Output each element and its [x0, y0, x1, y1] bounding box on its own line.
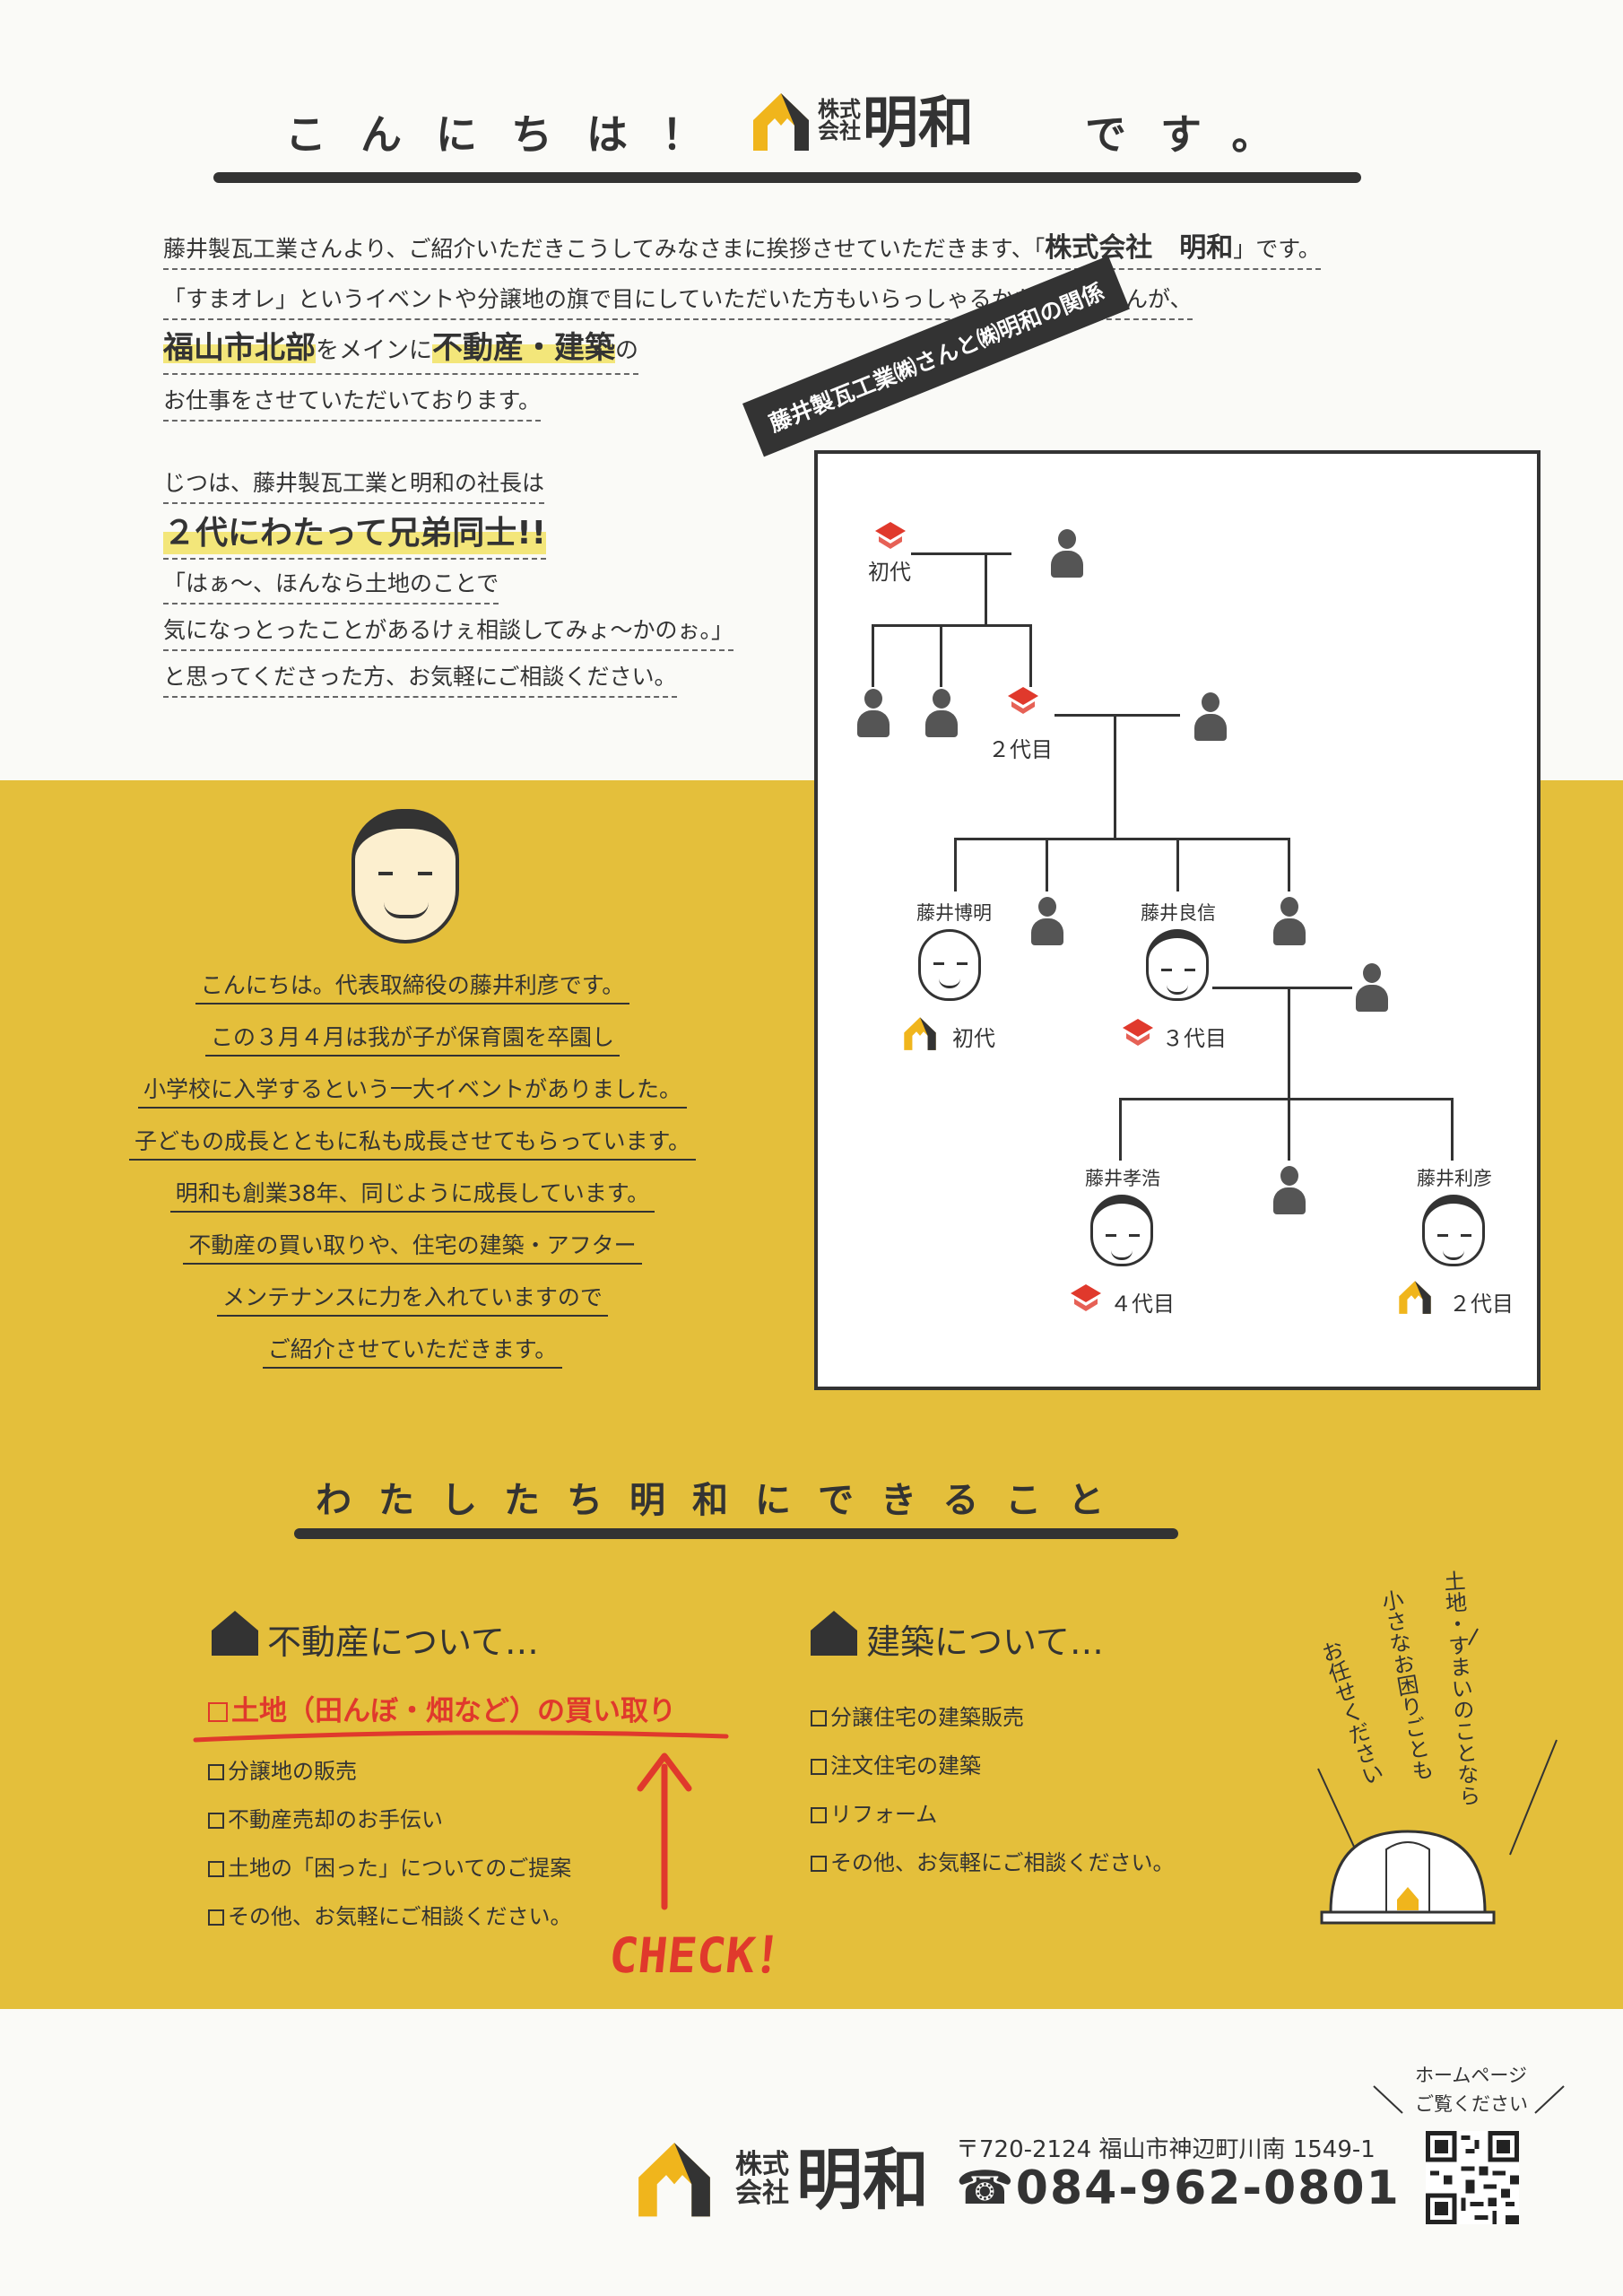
realestate-heading: 不動産について… — [267, 1622, 539, 1662]
footer-logo-name: 明和 — [796, 2142, 929, 2219]
name-hiroaki: 藤井博明 — [916, 902, 992, 924]
greeting-right: です。 — [1085, 110, 1307, 159]
takahiro-gen-label: ４代目 — [1110, 1292, 1175, 1317]
footer-logo: 株式会社 明和 — [629, 2138, 1051, 2219]
fujii-tile-logo-icon — [1008, 687, 1038, 714]
hp-label-2: ご覧ください — [1415, 2093, 1528, 2115]
hp-label-1: ホームページ — [1415, 2065, 1527, 2086]
header-underline — [213, 172, 1361, 183]
construction-heading: 建築について… — [866, 1622, 1104, 1662]
construction-list: 分譲住宅の建築販売 注文住宅の建築 リフォーム その他、お気軽にご相談ください。 — [811, 1704, 1277, 1876]
intro-line-3: 福山市北部をメインに不動産・建築の — [163, 330, 639, 375]
construction-item: 注文住宅の建築 — [811, 1752, 1277, 1779]
up-arrow-icon — [637, 1752, 692, 1910]
hiroaki-gen-label: 初代 — [952, 1026, 995, 1051]
realestate-list: 土地（田んぼ・畑など）の買い取り 分譲地の販売 不動産売却のお手伝い 土地の「困… — [193, 1693, 764, 1930]
toshihiko-portrait — [1422, 1195, 1485, 1266]
house-logo-icon — [753, 93, 809, 151]
yoshinobu-gen-label: ３代目 — [1162, 1026, 1227, 1051]
helmet-icon — [1320, 1830, 1496, 1925]
header-logo: 株式会社 明和 — [751, 90, 1047, 156]
footer-logo-small: 株式会社 — [735, 2149, 789, 2209]
qr-code[interactable] — [1426, 2131, 1519, 2224]
message-line: 不動産の買い取りや、住宅の建築・アフター — [183, 1232, 642, 1265]
name-toshihiko: 藤井利彦 — [1417, 1168, 1492, 1189]
person-icon — [1273, 1166, 1306, 1216]
meiwa-logo-icon — [1399, 1281, 1431, 1314]
red-underline-stroke — [193, 1730, 729, 1743]
realestate-item-highlight: 土地（田んぼ・畑など）の買い取り — [208, 1693, 764, 1729]
fujii-tile-logo-icon — [1071, 1284, 1101, 1311]
person-icon — [1356, 963, 1388, 1013]
intro-line-7: 「はぁ～、ほんなら土地のことで — [163, 570, 499, 604]
logo-small-text: 株式会社 — [818, 97, 861, 144]
person-icon — [1051, 529, 1083, 579]
person-icon — [1273, 897, 1306, 947]
message-line: 明和も創業38年、同じように成長しています。 — [169, 1180, 655, 1213]
intro-line-8: 気になっとったことがあるけぇ相談してみょ～かのぉ。」 — [163, 617, 734, 651]
name-yoshinobu: 藤井良信 — [1141, 902, 1216, 924]
name-takahiro: 藤井孝浩 — [1085, 1168, 1160, 1189]
realestate-item: 土地の「困った」についてのご提案 — [208, 1855, 764, 1882]
construction-item: リフォーム — [811, 1801, 1277, 1828]
house-icon — [811, 1611, 857, 1656]
person-icon — [857, 689, 890, 739]
yoshinobu-portrait — [1146, 929, 1209, 1001]
services-title: わたしたち明和にできること — [316, 1480, 1132, 1521]
intro-line-5: じつは、藤井製瓦工業と明和の社長は — [163, 470, 545, 504]
house-logo-icon — [638, 2143, 710, 2217]
realestate-item: その他、お気軽にご相談ください。 — [208, 1903, 764, 1930]
fujii-tile-logo-icon — [1123, 1019, 1153, 1046]
header: こんにちは！ 株式会社 明和 です。 — [0, 90, 1623, 188]
hp-bracket-lines — [1373, 2085, 1565, 2114]
intro-line-9: と思ってくださった方、お気軽にご相談ください。 — [163, 664, 677, 698]
gen1-label: 初代 — [868, 560, 911, 585]
message-line: メンテナンスに力を入れていますので — [217, 1284, 608, 1317]
person-icon — [1031, 897, 1063, 947]
message-line: 子どもの成長とともに私も成長させてもらっています。 — [128, 1128, 696, 1161]
takahiro-portrait — [1090, 1195, 1153, 1266]
message-line: こんにちは。代表取締役の藤井利彦です。 — [195, 972, 630, 1004]
meiwa-logo-icon — [904, 1017, 936, 1050]
message-line: 小学校に入学するという一大イベントがありました。 — [137, 1076, 687, 1109]
gen2-label: ２代目 — [988, 737, 1053, 762]
construction-item: 分譲住宅の建築販売 — [811, 1704, 1277, 1731]
message-line: この３月４月は我が子が保育園を卒園し — [204, 1024, 620, 1057]
check-label: CHECK！ — [606, 1927, 807, 1984]
family-tree: 初代 ２代目 藤井博明 初代 藤井良信 ３代目 藤井孝浩 ４代目 藤井利彦 ２代… — [814, 450, 1541, 1390]
president-message: こんにちは。代表取締役の藤井利彦です。 この３月４月は我が子が保育園を卒園し 小… — [90, 972, 735, 1369]
realestate-item: 分譲地の販売 — [208, 1758, 764, 1785]
logo-name: 明和 — [863, 90, 975, 155]
services-underline — [294, 1528, 1178, 1539]
postal-address: 〒720-2124 福山市神辺町川南 1549-1 — [956, 2136, 1376, 2163]
person-icon — [925, 689, 958, 739]
construction-item: その他、お気軽にご相談ください。 — [811, 1849, 1277, 1876]
intro-line-1: 藤井製瓦工業さんより、ご紹介いただきこうしてみなさまに挨拶させていただきます、「… — [163, 235, 1321, 270]
fujii-tile-logo-icon — [875, 522, 906, 549]
intro-line-6: ２代にわたって兄弟同士!! — [163, 515, 547, 560]
intro-line-4: お仕事をさせていただいております。 — [163, 387, 542, 422]
message-line: ご紹介させていただきます。 — [262, 1336, 563, 1369]
house-icon — [212, 1611, 258, 1656]
president-portrait — [348, 796, 464, 949]
greeting-left: こんにちは！ — [285, 110, 737, 159]
helmet-illustration: お任せください 小さなお困りごとも 土地・すまいのことなら — [1291, 1570, 1596, 1928]
phone-number: ☎084-962-0801 — [956, 2161, 1401, 2215]
toshihiko-gen-label: ２代目 — [1449, 1292, 1514, 1317]
person-icon — [1194, 692, 1227, 743]
realestate-item: 不動産売却のお手伝い — [208, 1806, 764, 1833]
hiroaki-portrait — [918, 929, 981, 1001]
